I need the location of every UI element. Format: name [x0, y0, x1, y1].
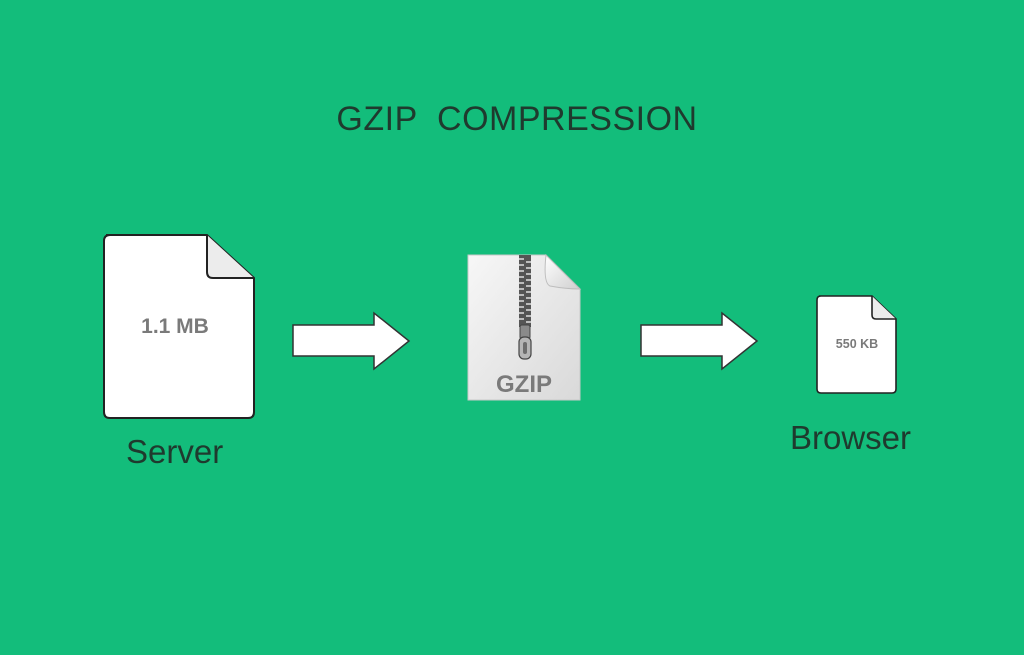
right-arrow-icon [292, 311, 411, 371]
server-caption: Server [126, 433, 224, 470]
browser-file-size: 550 KB [836, 337, 878, 351]
archive-label: GZIP [496, 371, 552, 398]
diagram-title: GZIP COMPRESSION [336, 100, 698, 138]
right-arrow-icon [640, 311, 759, 371]
zipper-pull [518, 324, 532, 360]
server-document-icon: 1.1 MB [103, 234, 255, 419]
browser-caption: Browser [790, 419, 912, 456]
server-file-size: 1.1 MB [141, 315, 209, 338]
zipper-file-icon: GZIP [467, 253, 582, 401]
browser-document-icon: 550 KB [816, 295, 897, 394]
zipper-teeth [519, 255, 531, 327]
